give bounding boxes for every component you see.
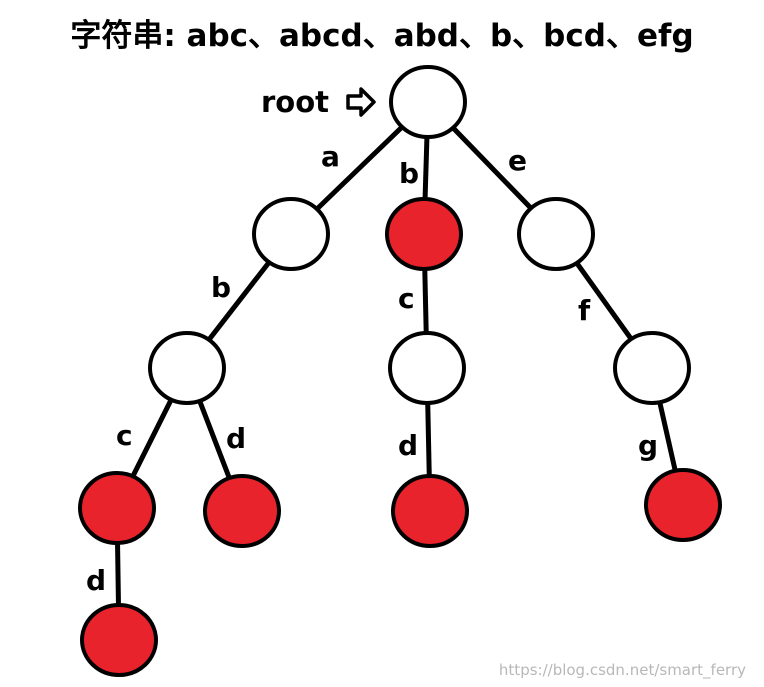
edge-label-ab-abc: c [116, 419, 133, 452]
node-ef [613, 331, 691, 405]
node-bc [388, 331, 466, 405]
node-ab [148, 331, 226, 405]
node-abd [203, 474, 281, 548]
edge-label-ef-efg: g [638, 429, 658, 462]
root-label: root [261, 85, 329, 119]
watermark: https://blog.csdn.net/smart_ferry [498, 661, 746, 679]
edge-label-e-ef: f [578, 294, 591, 327]
root-pointer: root [261, 85, 376, 119]
edge-label-abc-abcd: d [86, 564, 106, 597]
diagram-title: 字符串: abc、abcd、abd、b、bcd、efg [70, 18, 694, 54]
node-abc [78, 471, 156, 545]
edge-label-bc-bcd: d [398, 429, 418, 462]
edge-label-b-bc: c [398, 282, 415, 315]
edge-label-a-ab: b [211, 271, 231, 304]
right-arrow-icon [346, 87, 376, 117]
node-abcd [80, 603, 158, 677]
node-b [385, 197, 463, 271]
edge-label-root-a: a [321, 140, 340, 173]
node-a [252, 197, 330, 271]
node-e [517, 197, 595, 271]
nodes-layer [78, 65, 722, 677]
edge-label-root-b: b [399, 157, 419, 190]
node-root [389, 65, 467, 139]
edge-label-ab-abd: d [226, 422, 246, 455]
node-bcd [391, 474, 469, 548]
node-efg [644, 468, 722, 542]
edge-label-root-e: e [508, 144, 527, 177]
labels-layer: a b e b c f c d d g d [86, 140, 658, 597]
